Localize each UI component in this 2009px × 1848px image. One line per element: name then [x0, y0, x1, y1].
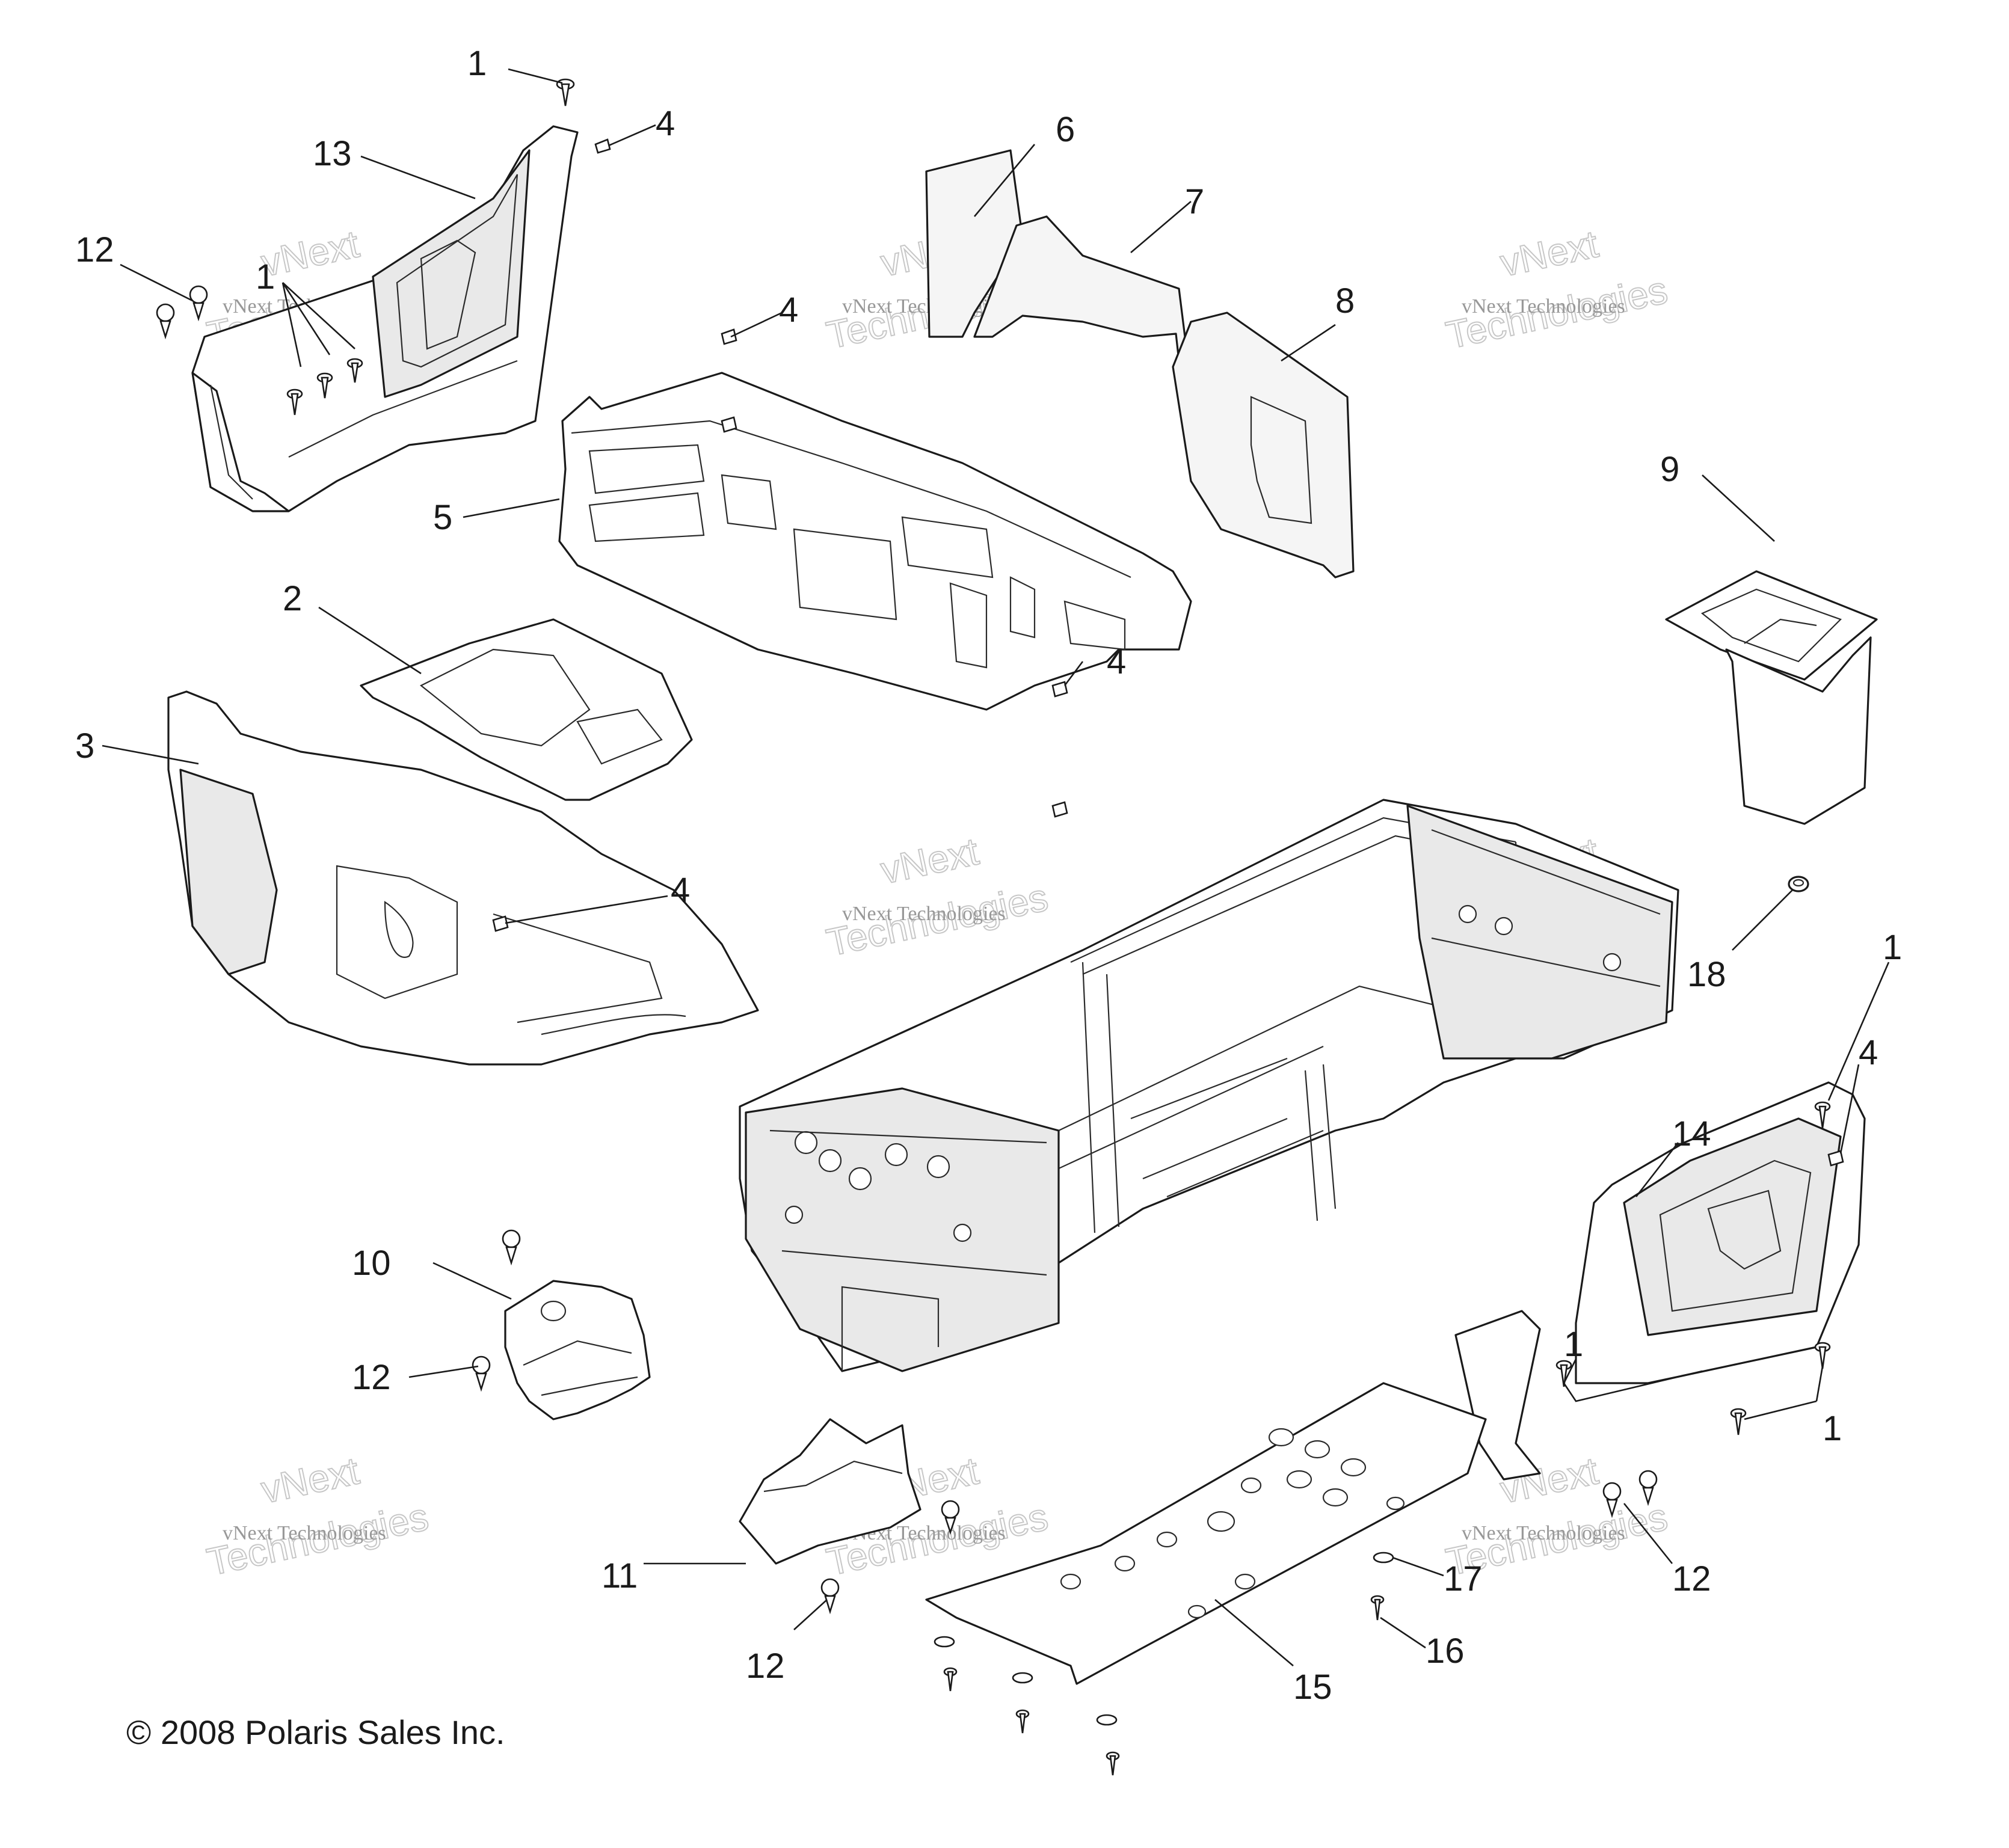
callout-17: 17: [1444, 1559, 1483, 1598]
callout-18: 18: [1687, 955, 1726, 994]
callout-11: 11: [601, 1556, 638, 1595]
clip-icon: [594, 138, 611, 154]
push-rivet-icon: [941, 1500, 960, 1535]
washer-icon: [1373, 1552, 1394, 1564]
clip-icon: [721, 416, 737, 433]
watermark-text: vNext Technologies: [1462, 1522, 1625, 1544]
screw-icon: [316, 372, 333, 399]
callout-8: 8: [1335, 281, 1355, 321]
screw-icon: [556, 78, 575, 106]
watermark-technologies: Technologies: [203, 1495, 432, 1584]
bulkhead-cutouts: [588, 444, 1126, 669]
callout-7: 7: [1185, 182, 1204, 221]
push-rivet-icon: [189, 285, 208, 322]
washer-icon: [934, 1636, 955, 1648]
callout-9: 9: [1660, 450, 1679, 489]
part-7-foam-panel: [973, 215, 1192, 362]
push-rivet-icon: [1638, 1470, 1658, 1506]
callout-12: 12: [746, 1647, 785, 1686]
part-2-heat-shield: [360, 618, 693, 801]
callout-1: 1: [1564, 1325, 1583, 1364]
fasteners: [156, 78, 1844, 1776]
screw-icon: [1814, 1101, 1831, 1129]
callout-4: 4: [671, 871, 690, 910]
callout-3: 3: [75, 726, 94, 766]
bolt-icon: [1370, 1595, 1385, 1621]
callout-12: 12: [1672, 1559, 1711, 1598]
clip-icon: [492, 915, 509, 932]
part-11-lower-shield: [739, 1418, 921, 1565]
screw-icon: [346, 358, 363, 383]
callout-2: 2: [283, 579, 302, 618]
callout-12: 12: [352, 1358, 391, 1397]
clip-icon: [721, 328, 737, 345]
watermark-vnext: vNext: [257, 1449, 363, 1511]
callout-4: 4: [779, 290, 798, 330]
push-rivet-icon: [472, 1355, 491, 1392]
watermark-vnext: vNext: [1497, 222, 1602, 284]
bolt-icon: [943, 1667, 958, 1692]
part-9-storage-bin: [1665, 570, 1878, 825]
callout-1: 1: [256, 257, 275, 296]
watermark-vnext: vNext: [877, 829, 982, 892]
watermark-text: vNext Technologies: [223, 1522, 386, 1544]
callout-14: 14: [1672, 1114, 1711, 1153]
part-15-skid-plate: [925, 1382, 1487, 1685]
callout-16: 16: [1426, 1632, 1465, 1671]
watermark-text: vNext Technologies: [1462, 295, 1625, 318]
callout-1: 1: [1883, 928, 1902, 967]
part-5-bulkhead-panel: [558, 372, 1192, 711]
leader-lines: [102, 68, 1890, 1666]
washer-icon: [1012, 1672, 1033, 1684]
bolt-icon: [1106, 1751, 1120, 1776]
copyright-notice: © 2008 Polaris Sales Inc.: [126, 1713, 505, 1751]
callout-15: 15: [1293, 1668, 1332, 1707]
callout-12: 12: [75, 230, 114, 269]
callout-labels: 1 4 13 12 1 6 7 8 4 5 9 2 4 3 4 18 1 4 1…: [75, 44, 1902, 1707]
watermark-technologies: Technologies: [823, 876, 1051, 965]
callout-6: 6: [1056, 110, 1075, 149]
bolt-icon: [1015, 1709, 1030, 1734]
callout-4: 4: [1107, 642, 1126, 681]
front-cage-holes: [784, 1131, 972, 1242]
watermark-bottom-left: vNext vNext Technologies Technologies: [203, 1448, 432, 1584]
clip-icon: [1051, 681, 1068, 698]
callout-5: 5: [433, 498, 452, 537]
push-rivet-icon: [156, 303, 175, 340]
clip-icon: [1051, 801, 1068, 818]
washer-icon: [1096, 1714, 1118, 1726]
push-rivet-icon: [502, 1229, 521, 1266]
part-18-grommet: [1788, 876, 1809, 892]
push-rivet-icon: [820, 1578, 840, 1615]
part-8-foam-panel: [1172, 312, 1355, 579]
callout-10: 10: [352, 1244, 391, 1283]
callout-1: 1: [1823, 1409, 1842, 1448]
screw-icon: [1730, 1408, 1747, 1435]
main-frame-chassis: [739, 799, 1679, 1372]
clip-icon: [1827, 1150, 1844, 1167]
screw-icon: [286, 388, 303, 416]
watermark-top-right: vNext vNext Technologies Technologies: [1442, 221, 1672, 357]
callout-4: 4: [1859, 1033, 1878, 1072]
part-14-right-door-panel: [1454, 1081, 1866, 1481]
callout-1: 1: [467, 44, 487, 83]
watermark-mid-center: vNext vNext Technologies Technologies: [822, 829, 1052, 965]
part-3-floor-console: [167, 690, 759, 1066]
screw-icon: [1555, 1360, 1572, 1387]
watermark-text: vNext Technologies: [842, 903, 1006, 925]
screw-icon: [1814, 1342, 1831, 1369]
watermark-technologies: Technologies: [1442, 268, 1671, 357]
skid-plate-holes: [1060, 1428, 1405, 1619]
part-6-foam-panel: [925, 149, 1024, 338]
callout-13: 13: [313, 134, 352, 173]
part-13-left-door-panel: [191, 125, 579, 512]
part-10-bracket: [504, 1280, 651, 1420]
push-rivet-icon: [1602, 1482, 1622, 1518]
callout-4: 4: [656, 104, 675, 143]
